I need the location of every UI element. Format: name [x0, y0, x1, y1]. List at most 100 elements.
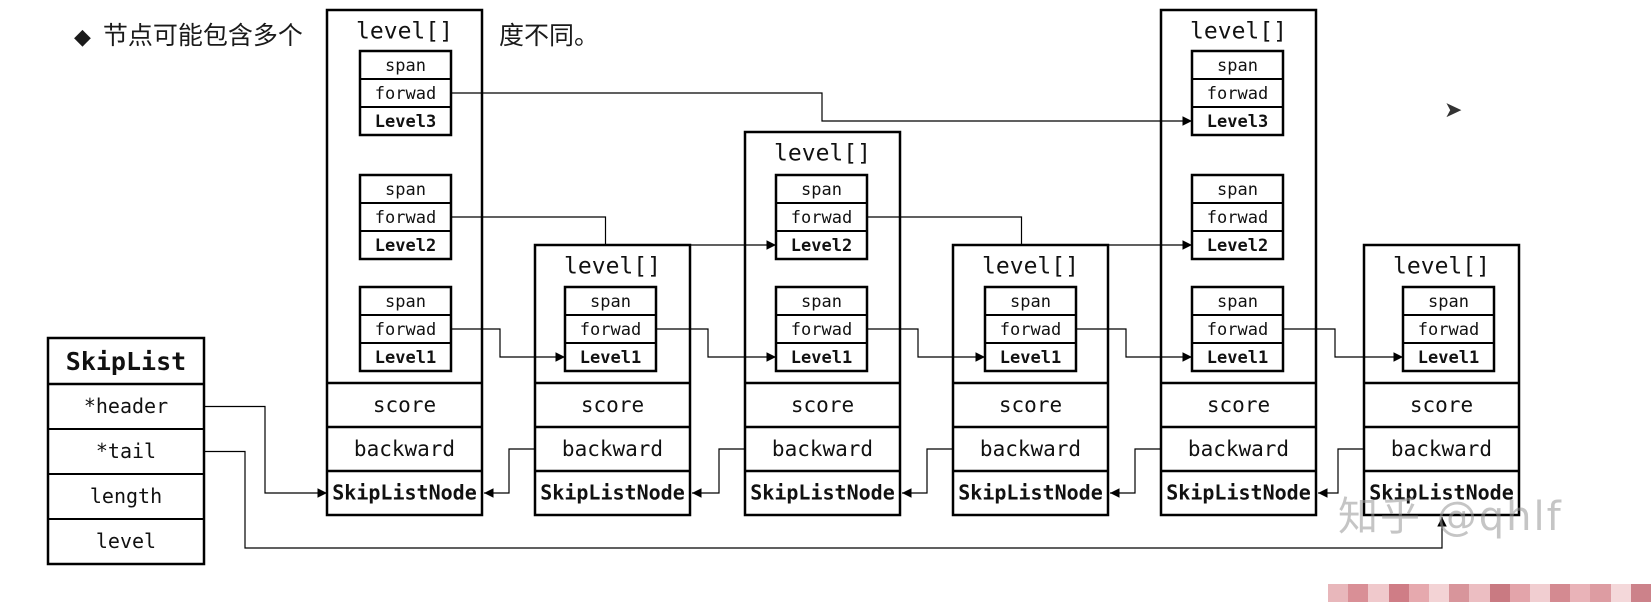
level-array-label: level[]	[1393, 254, 1490, 280]
skiplist-box	[46, 336, 206, 566]
mosaic-tile	[1630, 584, 1651, 602]
level-name: Level1	[791, 348, 852, 368]
node-box	[1159, 8, 1318, 517]
header-pointer-arrow	[204, 405, 327, 498]
forward-field: forwad	[375, 320, 436, 340]
forward-field: forwad	[375, 84, 436, 104]
level-name: Level1	[1000, 348, 1061, 368]
level-entry-box	[358, 285, 453, 373]
mosaic-tile	[1449, 584, 1470, 602]
forward-field: forwad	[1207, 208, 1268, 228]
level-array-label: level[]	[356, 19, 453, 45]
node-name: SkipListNode	[1369, 481, 1514, 505]
level-array-label: level[]	[564, 254, 661, 280]
span-field: span	[385, 180, 426, 200]
level-entry-box	[563, 285, 658, 373]
mosaic-tile	[1368, 584, 1389, 602]
backward-pointer-arrow	[1318, 448, 1364, 498]
span-field: span	[1217, 56, 1258, 76]
forward-field: forwad	[375, 208, 436, 228]
skiplist-field: length	[90, 484, 162, 508]
forward-pointer-arrow	[451, 328, 565, 362]
level-entry-box	[1190, 173, 1285, 261]
backward-field: backward	[562, 437, 663, 461]
watermark: 知乎 @qhlf	[1338, 494, 1563, 540]
mosaic-tile	[1469, 584, 1490, 602]
slide-bullet-text: ◆ 节点可能包含多个 度不同。	[74, 16, 599, 52]
mosaic-tile	[1428, 584, 1450, 602]
mosaic-tile	[1348, 584, 1369, 602]
level-entry-box	[358, 173, 453, 261]
diamond-bullet-icon: ◆	[74, 25, 91, 50]
mosaic-tile	[1590, 584, 1611, 602]
node-box	[325, 8, 484, 517]
backward-pointer-arrow	[1110, 448, 1161, 498]
score-field: score	[1410, 393, 1473, 417]
forward-pointer-arrow	[1283, 328, 1403, 362]
span-field: span	[385, 292, 426, 312]
backward-pointer-arrow	[692, 448, 745, 498]
structure-boxes: SkipList*header*taillengthlevellevel[]sp…	[46, 8, 1521, 566]
bullet-text-before: 节点可能包含多个	[102, 21, 303, 50]
level-array-label: level[]	[1190, 19, 1287, 45]
mosaic-tile	[1570, 584, 1591, 602]
backward-field: backward	[1188, 437, 1289, 461]
mosaic-tile	[1610, 584, 1631, 602]
score-field: score	[791, 393, 854, 417]
node-box	[533, 243, 692, 517]
forward-pointer-arrow	[867, 216, 1192, 250]
skiplist-node: level[]spanforwadLevel1scorebackwardSkip…	[533, 243, 692, 517]
level-array-label: level[]	[774, 141, 871, 167]
score-field: score	[1207, 393, 1270, 417]
node-name: SkipListNode	[540, 481, 685, 505]
forward-field: forwad	[1207, 320, 1268, 340]
mosaic-tile	[1388, 584, 1409, 602]
mosaic-tile	[1408, 584, 1429, 602]
span-field: span	[1217, 292, 1258, 312]
level-name: Level1	[1207, 348, 1268, 368]
forward-pointer-arrow	[867, 328, 985, 362]
score-field: score	[581, 393, 644, 417]
score-field: score	[999, 393, 1062, 417]
forward-field: forwad	[1207, 84, 1268, 104]
level-entry-box	[358, 49, 453, 137]
skiplist-field: *header	[84, 394, 168, 418]
mouse-cursor-icon: ➤	[1444, 98, 1463, 123]
backward-field: backward	[1391, 437, 1492, 461]
node-box	[1362, 243, 1521, 517]
level-array-label: level[]	[982, 254, 1079, 280]
level-name: Level1	[1418, 348, 1479, 368]
forward-field: forwad	[1000, 320, 1061, 340]
level-name: Level1	[375, 348, 436, 368]
level-name: Level2	[375, 236, 436, 256]
level-name: Level1	[580, 348, 641, 368]
mosaic-tile	[1529, 584, 1551, 602]
span-field: span	[801, 292, 842, 312]
span-field: span	[801, 180, 842, 200]
forward-pointer-arrow	[1076, 328, 1192, 362]
span-field: span	[1217, 180, 1258, 200]
pixel-mosaic	[1328, 584, 1651, 602]
backward-field: backward	[354, 437, 455, 461]
forward-field: forwad	[1418, 320, 1479, 340]
bullet-text-after: 度不同。	[498, 21, 599, 50]
level-name: Level3	[375, 112, 436, 132]
score-field: score	[373, 393, 436, 417]
backward-field: backward	[980, 437, 1081, 461]
level-entry-box	[1190, 285, 1285, 373]
level-name: Level3	[1207, 112, 1268, 132]
forward-pointer-arrow	[451, 92, 1192, 126]
backward-field: backward	[772, 437, 873, 461]
backward-pointer-arrow	[484, 448, 535, 498]
mosaic-tile	[1509, 584, 1530, 602]
level-entry-box	[1190, 49, 1285, 137]
skiplist-node: level[]spanforwadLevel1scorebackwardSkip…	[951, 243, 1110, 517]
level-entry-box	[1401, 285, 1496, 373]
forward-field: forwad	[791, 208, 852, 228]
level-name: Level2	[1207, 236, 1268, 256]
skiplist-field: level	[96, 529, 156, 553]
forward-pointer-arrow	[656, 328, 776, 362]
forward-field: forwad	[580, 320, 641, 340]
